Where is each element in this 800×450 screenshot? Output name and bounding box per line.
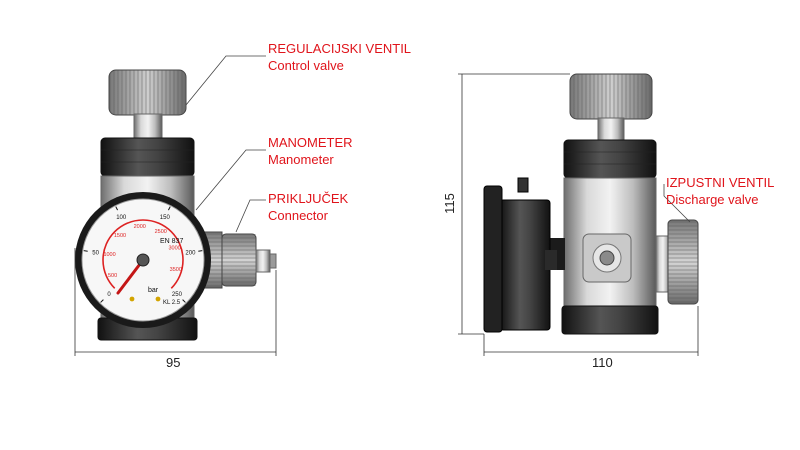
manometer-subtitle: Manometer: [268, 152, 334, 167]
side-bottom-collar: [561, 305, 659, 335]
gauge-inner-scale: 500 1000 1500 2000 2500 3000 3500: [103, 224, 181, 279]
leader-discharge-valve: [663, 184, 691, 223]
connector-subtitle: Connector: [268, 208, 328, 223]
side-view: [458, 73, 699, 356]
manometer-gauge: 0 50 100 150 200 250 500 1000 1500 2000 2500 3000 3…: [75, 192, 211, 328]
callout-connector: PRIKLJUČEK Connector: [268, 190, 348, 224]
gauge-outer-tick: [100, 299, 104, 303]
discharge-valve-title: IZPUSTNI VENTIL: [666, 175, 775, 190]
gauge-needle: [116, 258, 145, 295]
gauge-psi-arc: [102, 219, 184, 289]
gauge-outer-tick-label: 200: [185, 250, 196, 256]
gauge-outer-tick: [167, 206, 171, 211]
dimension-side-width: [483, 306, 699, 356]
front-view: 0 50 100 150 200 250 500 1000 1500 2000 2500 3000 3…: [74, 55, 277, 356]
side-control-knob: [569, 73, 653, 120]
connector-title: PRIKLJUČEK: [268, 191, 349, 206]
control-valve-subtitle: Control valve: [268, 58, 344, 73]
callout-discharge-valve: IZPUSTNI VENTIL Discharge valve: [666, 174, 774, 208]
gauge-outer-tick: [115, 206, 119, 211]
dimension-height-label: 115: [441, 193, 457, 214]
leader-connector: [235, 199, 266, 233]
side-top-collar: [563, 139, 657, 179]
gauge-class-label: KL 2.5: [163, 300, 181, 306]
callout-control-valve: REGULACIJSKI VENTIL Control valve: [268, 40, 411, 74]
gauge-outer-tick-label: 100: [116, 215, 127, 221]
gauge-inner-tick-label: 1500: [114, 233, 126, 239]
dimension-front-width: [74, 248, 277, 356]
dimension-side-width-label: 110: [592, 355, 613, 370]
gauge-outer-tick: [198, 250, 203, 252]
gauge-inner-tick-label: 2000: [134, 224, 146, 230]
gauge-outer-tick-label: 50: [92, 250, 99, 256]
manometer-title: MANOMETER: [268, 135, 353, 150]
gauge-outer-tick-label: 250: [172, 292, 183, 298]
gauge-dot-yellow: [129, 296, 135, 302]
gauge-standard-label: EN 837: [160, 238, 183, 245]
gauge-inner-tick-label: 3000: [168, 245, 180, 251]
leader-control-valve: [185, 55, 266, 106]
side-stem: [597, 117, 625, 143]
gauge-outer-scale: 0 50 100 150 200 250: [83, 206, 203, 303]
side-discharge-valve: [655, 219, 699, 305]
gauge-unit-label: bar: [148, 287, 159, 294]
front-control-knob: [108, 69, 187, 116]
control-valve-title: REGULACIJSKI VENTIL: [268, 41, 412, 56]
dimension-height: [458, 73, 570, 335]
gauge-inner-tick-label: 1000: [103, 252, 115, 258]
gauge-hub: [136, 253, 150, 267]
gauge-outer-tick: [182, 299, 186, 303]
side-gauge: [483, 177, 565, 333]
gauge-outer-tick: [83, 250, 88, 252]
front-stem: [133, 113, 163, 141]
gauge-inner-tick-label: 3500: [170, 267, 182, 273]
dimension-front-width-label: 95: [166, 355, 181, 370]
gauge-outer-tick-label: 150: [160, 215, 171, 221]
gauge-outer-tick-label: 0: [107, 292, 111, 298]
front-top-collar: [100, 137, 195, 177]
side-port: [582, 233, 632, 283]
gauge-inner-tick-label: 500: [108, 273, 117, 279]
gauge-dot-yellow-2: [155, 296, 161, 302]
gauge-inner-tick-label: 2500: [155, 229, 167, 235]
callout-manometer: MANOMETER Manometer: [268, 134, 353, 168]
discharge-valve-subtitle: Discharge valve: [666, 192, 759, 207]
leader-manometer: [195, 149, 266, 211]
